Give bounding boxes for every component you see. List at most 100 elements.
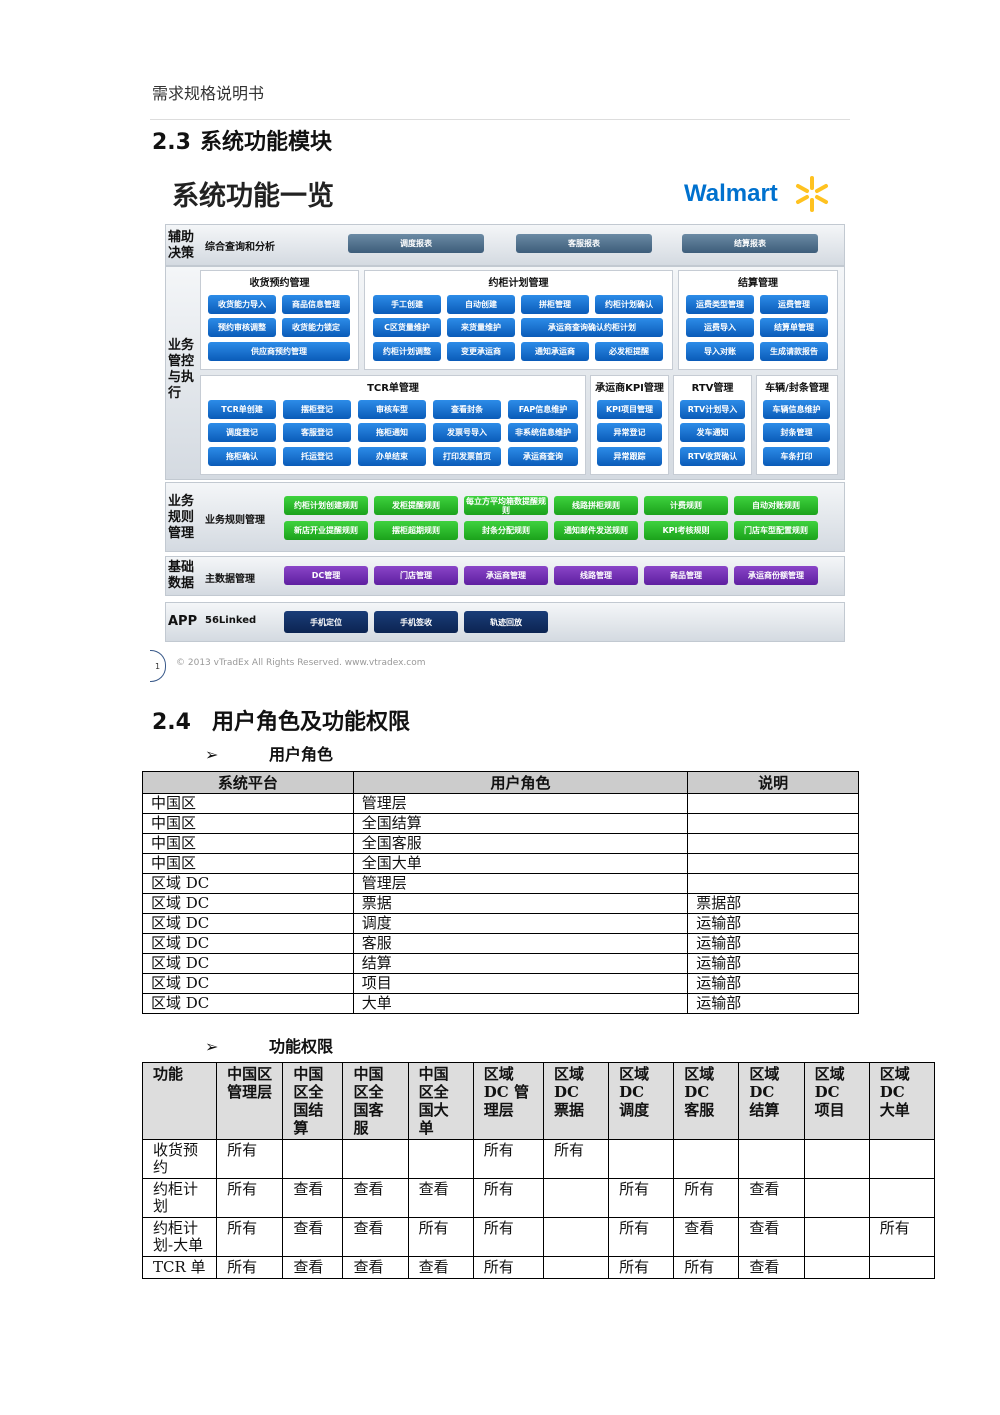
group-cabinet: 约柜计划管理 手工创建 自动创建 拼柜管理 约柜计划确认 C区货量维护 来货量维… bbox=[364, 270, 673, 370]
rule-pill: 约柜计划创建规则 bbox=[284, 496, 368, 515]
rule-pill: 发柜提醒规则 bbox=[374, 496, 458, 515]
func-pill: 收货能力锁定 bbox=[282, 318, 350, 337]
col-header: 中国区全国结算 bbox=[282, 1062, 344, 1140]
table-cell bbox=[687, 813, 859, 834]
func-pill: 拖柜通知 bbox=[358, 423, 426, 442]
group-title: 车辆/封条管理 bbox=[765, 383, 829, 394]
col-header: 区域 DC 调度 bbox=[608, 1062, 675, 1140]
table-cell: 约柜计划 bbox=[141, 1178, 218, 1218]
table-row: 中国区全国结算 bbox=[142, 813, 859, 834]
table-cell: 管理层 bbox=[352, 793, 689, 814]
band-label-decision: 辅助决策 bbox=[168, 230, 195, 261]
func-pill: 供应商预约管理 bbox=[208, 342, 350, 361]
table-row: 中国区管理层 bbox=[142, 793, 859, 814]
group-settlement: 结算管理 运费类型管理 运费管理 运费导入 结算单管理 导入对账 生成请款报告 bbox=[678, 270, 838, 370]
section-title: 系统功能模块 bbox=[200, 130, 333, 155]
table-cell bbox=[687, 833, 859, 854]
walmart-spark-icon bbox=[796, 176, 828, 212]
section-number: 2.3 bbox=[152, 130, 191, 155]
table-cell: 所有 bbox=[673, 1256, 740, 1279]
func-pill: 办单结束 bbox=[358, 447, 426, 466]
table-cell: 所有 bbox=[216, 1139, 284, 1179]
table-cell: 查看 bbox=[738, 1256, 805, 1279]
group-title: 约柜计划管理 bbox=[488, 278, 549, 289]
table-row: 约柜计划-大单所有查看查看所有所有所有查看查看所有 bbox=[141, 1217, 936, 1257]
func-pill: 拖柜确认 bbox=[208, 447, 276, 466]
table-row: 中国区全国客服 bbox=[142, 833, 859, 854]
slide-copyright: © 2013 vTradEx All Rights Reserved. www.… bbox=[176, 658, 426, 668]
subheading-text: 用户角色 bbox=[269, 745, 334, 764]
func-pill: 导入对账 bbox=[686, 342, 754, 361]
table-cell: 票据部 bbox=[687, 893, 859, 914]
table-cell: 所有 bbox=[216, 1178, 284, 1218]
func-pill: RTV计划导入 bbox=[680, 400, 745, 419]
band-sub-rules: 业务规则管理 bbox=[205, 515, 265, 526]
table-cell bbox=[803, 1139, 870, 1179]
col-header: 区域 DC 客服 bbox=[673, 1062, 740, 1140]
subheading-permissions: ➢功能权限 bbox=[205, 1033, 333, 1057]
base-pill: 商品管理 bbox=[644, 566, 728, 585]
table-cell bbox=[868, 1256, 936, 1279]
table-cell bbox=[282, 1139, 344, 1179]
func-pill: 托运登记 bbox=[283, 447, 351, 466]
table-cell: 查看 bbox=[738, 1217, 805, 1257]
func-pill: 非系统信息维护 bbox=[508, 423, 578, 442]
table-header-row: 系统平台 用户角色 说明 bbox=[142, 771, 859, 794]
col-header: 区域 DC 结算 bbox=[738, 1062, 805, 1140]
col-header: 用户角色 bbox=[352, 771, 689, 794]
section-heading-2-3: 2.3 系统功能模块 bbox=[152, 124, 332, 156]
rule-pill: 门店车型配置规则 bbox=[734, 521, 818, 540]
col-header: 区域 DC 票据 bbox=[542, 1062, 610, 1140]
table-cell bbox=[687, 853, 859, 874]
table-cell bbox=[542, 1217, 610, 1257]
func-pill: TCR单创建 bbox=[208, 400, 276, 419]
table-cell: 运输部 bbox=[687, 953, 859, 974]
table-cell bbox=[542, 1256, 610, 1279]
table-cell: 结算 bbox=[352, 953, 689, 974]
header-divider bbox=[150, 119, 850, 120]
table-row: 收货预约所有所有所有 bbox=[141, 1139, 936, 1179]
table-cell: 所有 bbox=[216, 1256, 284, 1279]
rule-pill: 通知邮件发送规则 bbox=[554, 521, 638, 540]
table-cell: 所有 bbox=[472, 1256, 544, 1279]
band-sub-app: 56Linked bbox=[205, 615, 257, 626]
table-cell: 查看 bbox=[738, 1178, 805, 1218]
func-pill: 生成请款报告 bbox=[760, 342, 828, 361]
rule-pill: 摆柜超期规则 bbox=[374, 521, 458, 540]
section-title: 用户角色及功能权限 bbox=[212, 710, 411, 735]
system-overview-slide: 系统功能一览 Walmart 辅助决策 综合查询和分析 调度报表 客服报表 结算… bbox=[150, 160, 850, 682]
table-cell: 查看 bbox=[282, 1178, 344, 1218]
document-header: 需求规格说明书 bbox=[152, 84, 265, 103]
group-receipt: 收货预约管理 收货能力导入 商品信息管理 预约审核调整 收货能力锁定 供应商预约… bbox=[200, 270, 359, 370]
table-cell bbox=[342, 1139, 409, 1179]
table-cell: 全国客服 bbox=[352, 833, 689, 854]
rule-pill: 自动对账规则 bbox=[734, 496, 818, 515]
table-cell: 查看 bbox=[673, 1217, 740, 1257]
func-pill: 必发柜提醒 bbox=[595, 342, 663, 361]
report-dispatch: 调度报表 bbox=[348, 234, 484, 253]
group-title: RTV管理 bbox=[691, 383, 734, 394]
band-label-base: 基础数据 bbox=[168, 560, 195, 591]
app-pill: 轨迹回放 bbox=[464, 611, 548, 633]
col-header: 功能 bbox=[141, 1062, 218, 1140]
table-cell bbox=[868, 1178, 936, 1218]
base-pill: 门店管理 bbox=[374, 566, 458, 585]
table-cell: 调度 bbox=[352, 913, 689, 934]
func-pill: 打印发票首页 bbox=[433, 447, 501, 466]
subheading-roles: ➢用户角色 bbox=[205, 741, 333, 765]
table-cell: 区域 DC bbox=[142, 893, 354, 914]
table-cell: 运输部 bbox=[687, 973, 859, 994]
func-pill: 运费类型管理 bbox=[686, 295, 754, 314]
col-header: 区域 DC 管理层 bbox=[472, 1062, 544, 1140]
table-cell: 所有 bbox=[608, 1217, 675, 1257]
table-cell bbox=[542, 1178, 610, 1218]
col-header: 区域 DC 大单 bbox=[868, 1062, 936, 1140]
table-cell: 区域 DC bbox=[142, 993, 354, 1014]
func-pill: 约柜计划调整 bbox=[373, 342, 441, 361]
